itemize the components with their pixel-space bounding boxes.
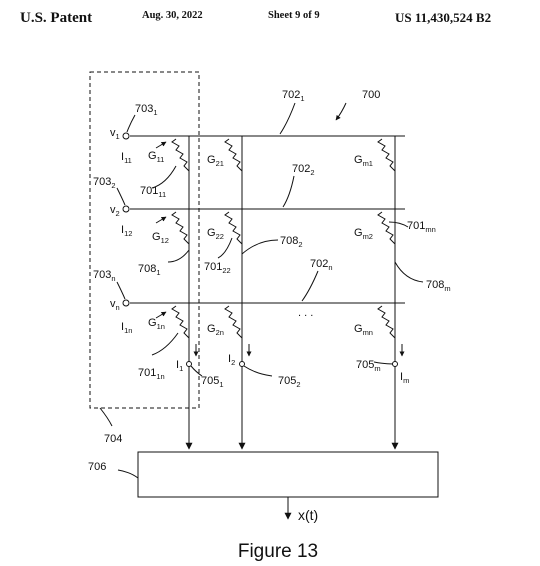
- figure-caption: Figure 13: [238, 541, 318, 562]
- label-702-2: 7022: [292, 163, 315, 177]
- label-701-1n: 7011n: [138, 367, 165, 381]
- terminal-vn: [122, 299, 130, 307]
- memristor-gmn: [377, 305, 396, 339]
- label-vn: vn: [110, 298, 120, 312]
- label-gm2: Gm2: [354, 227, 373, 241]
- label-705-m: 705m: [356, 359, 381, 373]
- label-g22: G22: [207, 227, 224, 241]
- memristor-g2n: [224, 305, 243, 339]
- leader-701-1n: [151, 332, 179, 356]
- leader-705-1: [190, 365, 203, 377]
- leader-708-1: [167, 249, 190, 263]
- label-705-1: 7051: [201, 375, 224, 389]
- label-703-2: 7032: [93, 176, 116, 190]
- leader-703-n: [116, 281, 126, 300]
- output-node-m: [392, 361, 398, 367]
- patent-header: U.S. Patent Aug. 30, 2022 Sheet 9 of 9 U…: [0, 10, 540, 30]
- current-arrow-i1n: [155, 311, 167, 319]
- label-701-22: 70122: [204, 261, 231, 275]
- patent-number: US 11,430,524 B2: [395, 10, 492, 25]
- output-node-1: [186, 361, 192, 367]
- label-gmn: Gmn: [354, 323, 373, 337]
- label-g11: G11: [148, 150, 164, 164]
- leader-703-2: [116, 187, 126, 206]
- label-v1: v1: [110, 127, 120, 141]
- leader-705-2: [243, 365, 273, 377]
- label-i1n: I1n: [121, 321, 132, 335]
- leader-701-mn: [388, 221, 409, 228]
- label-g21: G21: [207, 154, 224, 168]
- leader-701-22: [217, 237, 233, 259]
- label-g1n: G1n: [148, 317, 165, 331]
- label-gm1: Gm1: [354, 154, 373, 168]
- label-708-2: 7082: [280, 235, 303, 249]
- memristor-gm1: [377, 138, 396, 172]
- patent-date: Aug. 30, 2022: [142, 10, 203, 21]
- label-706: 706: [88, 461, 106, 473]
- label-705-2: 7052: [278, 375, 301, 389]
- label-708-m: 708m: [426, 279, 451, 293]
- label-g2n: G2n: [207, 323, 224, 337]
- label-704: 704: [104, 433, 122, 445]
- memristor-g22: [224, 211, 243, 245]
- memristor-g11: [171, 138, 190, 172]
- patent-label: U.S. Patent: [20, 10, 93, 26]
- label-i12: I12: [121, 224, 132, 238]
- output-node-2: [239, 361, 245, 367]
- leader-702-2: [282, 175, 295, 208]
- label-701-mn: 701mn: [407, 220, 436, 234]
- label-708-1: 7081: [138, 263, 161, 277]
- processor-block-706: [137, 451, 439, 498]
- leader-701-11: [151, 165, 177, 189]
- memristor-g21: [224, 138, 243, 172]
- leader-705-m: [373, 361, 394, 365]
- label-v2: v2: [110, 204, 120, 218]
- leader-706: [117, 469, 139, 479]
- label-703-1: 7031: [135, 103, 158, 117]
- current-arrow-i12: [155, 216, 167, 224]
- terminal-v1: [122, 132, 130, 140]
- memristor-g12: [171, 211, 190, 245]
- leader-702-1: [279, 102, 296, 135]
- label-702-1: 7021: [282, 89, 305, 103]
- leader-704: [99, 407, 113, 427]
- label-cur-i1: I1: [176, 359, 183, 373]
- memristor-g1n: [171, 305, 190, 339]
- label-i11: I11: [121, 151, 132, 165]
- leader-708-m: [394, 261, 424, 283]
- leader-708-2: [241, 239, 279, 255]
- ellipsis: . . .: [298, 307, 313, 319]
- leader-702-n: [301, 270, 319, 302]
- leader-700: [335, 102, 347, 121]
- terminal-v2: [122, 205, 130, 213]
- label-output-x: x(t): [298, 507, 318, 523]
- memristor-gm2: [377, 211, 396, 245]
- leader-703-1: [126, 114, 136, 133]
- label-703-n: 703n: [93, 269, 116, 283]
- label-700: 700: [362, 89, 380, 101]
- sheet-number: Sheet 9 of 9: [268, 10, 320, 21]
- current-arrow-i11: [155, 141, 167, 149]
- label-701-11: 70111: [140, 185, 166, 199]
- label-cur-im: Im: [400, 371, 409, 385]
- label-cur-i2: I2: [228, 353, 235, 367]
- input-block-704: [89, 71, 200, 409]
- label-702-n: 702n: [310, 258, 333, 272]
- label-g12: G12: [152, 231, 169, 245]
